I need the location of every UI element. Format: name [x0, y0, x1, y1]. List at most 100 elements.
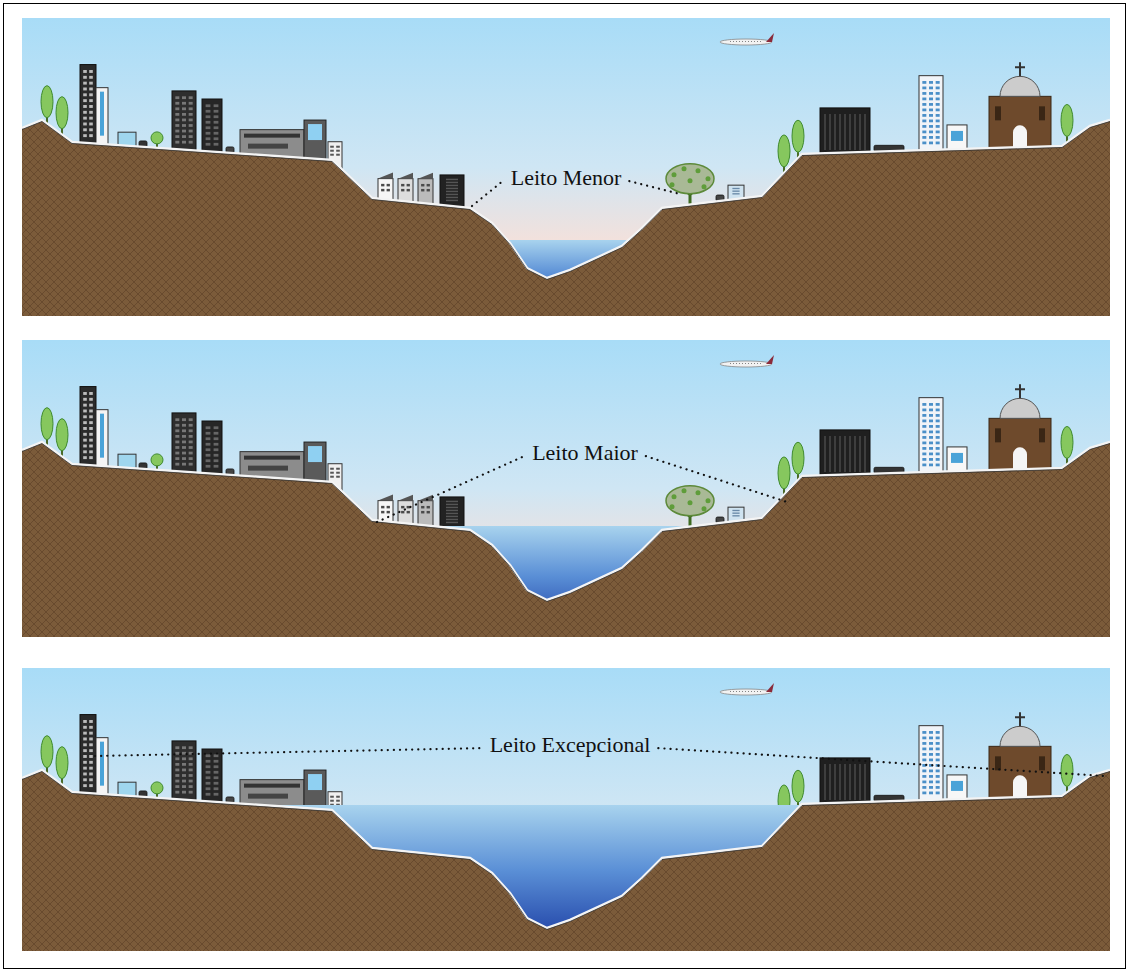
window — [206, 754, 211, 757]
window — [936, 792, 940, 795]
window — [89, 410, 93, 413]
window — [936, 781, 940, 784]
window — [330, 800, 334, 802]
window — [83, 767, 87, 770]
window — [929, 142, 933, 145]
window — [89, 445, 93, 448]
roof — [378, 495, 393, 501]
window — [182, 424, 186, 427]
window — [446, 513, 458, 515]
tower — [202, 421, 222, 478]
window-band — [248, 794, 288, 799]
window — [83, 404, 87, 407]
tree — [778, 135, 790, 167]
window — [89, 105, 93, 108]
window — [401, 184, 404, 187]
tree — [666, 164, 714, 194]
window — [922, 420, 926, 423]
window — [732, 510, 739, 511]
window — [936, 120, 940, 123]
window — [89, 134, 93, 137]
window — [446, 516, 458, 518]
window — [732, 515, 739, 516]
window — [922, 792, 926, 795]
window — [995, 106, 1001, 120]
outer-frame — [4, 4, 1126, 969]
window — [89, 82, 93, 85]
window — [427, 511, 430, 513]
window — [189, 763, 193, 766]
window — [206, 437, 211, 440]
window-band — [854, 114, 856, 150]
window — [214, 426, 219, 429]
window — [182, 757, 186, 760]
window — [922, 431, 926, 434]
window — [83, 456, 87, 459]
window — [929, 403, 933, 406]
window — [1039, 756, 1045, 770]
tree — [56, 97, 68, 129]
leader-dots — [646, 456, 787, 502]
window — [189, 124, 193, 127]
tower — [202, 99, 222, 156]
leader-dots — [658, 748, 1105, 776]
valley-panel — [22, 340, 1110, 637]
leaf — [696, 168, 701, 173]
leaf — [682, 166, 687, 171]
leaf — [672, 494, 677, 499]
roof — [398, 495, 413, 501]
window — [922, 775, 926, 778]
window — [189, 435, 193, 438]
window — [922, 759, 926, 762]
tree — [151, 132, 163, 144]
window — [387, 184, 390, 187]
leader-dots — [472, 181, 503, 206]
tree — [1061, 104, 1073, 136]
window-band — [864, 114, 866, 150]
window — [446, 191, 458, 193]
window — [214, 459, 219, 462]
window-band — [824, 436, 826, 472]
warehouse — [820, 108, 870, 158]
window — [83, 778, 87, 781]
bed-label: Leito Maior — [532, 440, 638, 466]
window — [175, 791, 179, 794]
window — [929, 81, 933, 84]
window-band — [244, 784, 300, 788]
window — [936, 737, 940, 740]
window — [182, 746, 186, 749]
window — [214, 465, 219, 468]
window — [189, 135, 193, 138]
window — [100, 414, 104, 458]
window — [206, 465, 211, 468]
window — [182, 446, 186, 449]
window — [922, 125, 926, 128]
window — [929, 775, 933, 778]
roof — [378, 173, 393, 179]
window-band — [854, 436, 856, 472]
window — [336, 150, 340, 152]
tree — [41, 408, 53, 440]
window — [83, 82, 87, 85]
window — [936, 98, 940, 101]
window — [189, 446, 193, 449]
church-door — [1013, 775, 1027, 798]
window — [189, 119, 193, 122]
airplane-windows — [730, 41, 762, 42]
window — [175, 124, 179, 127]
window-band — [829, 114, 831, 150]
window — [214, 765, 219, 768]
window — [936, 409, 940, 412]
window — [175, 763, 179, 766]
window — [936, 125, 940, 128]
window-band — [248, 466, 288, 471]
window — [732, 193, 739, 194]
tower — [919, 76, 943, 155]
leaf — [696, 490, 701, 495]
window — [189, 424, 193, 427]
bed-label: Leito Menor — [511, 165, 622, 191]
window-band — [824, 764, 826, 800]
window — [83, 732, 87, 735]
window-band — [844, 764, 846, 800]
window — [929, 92, 933, 95]
